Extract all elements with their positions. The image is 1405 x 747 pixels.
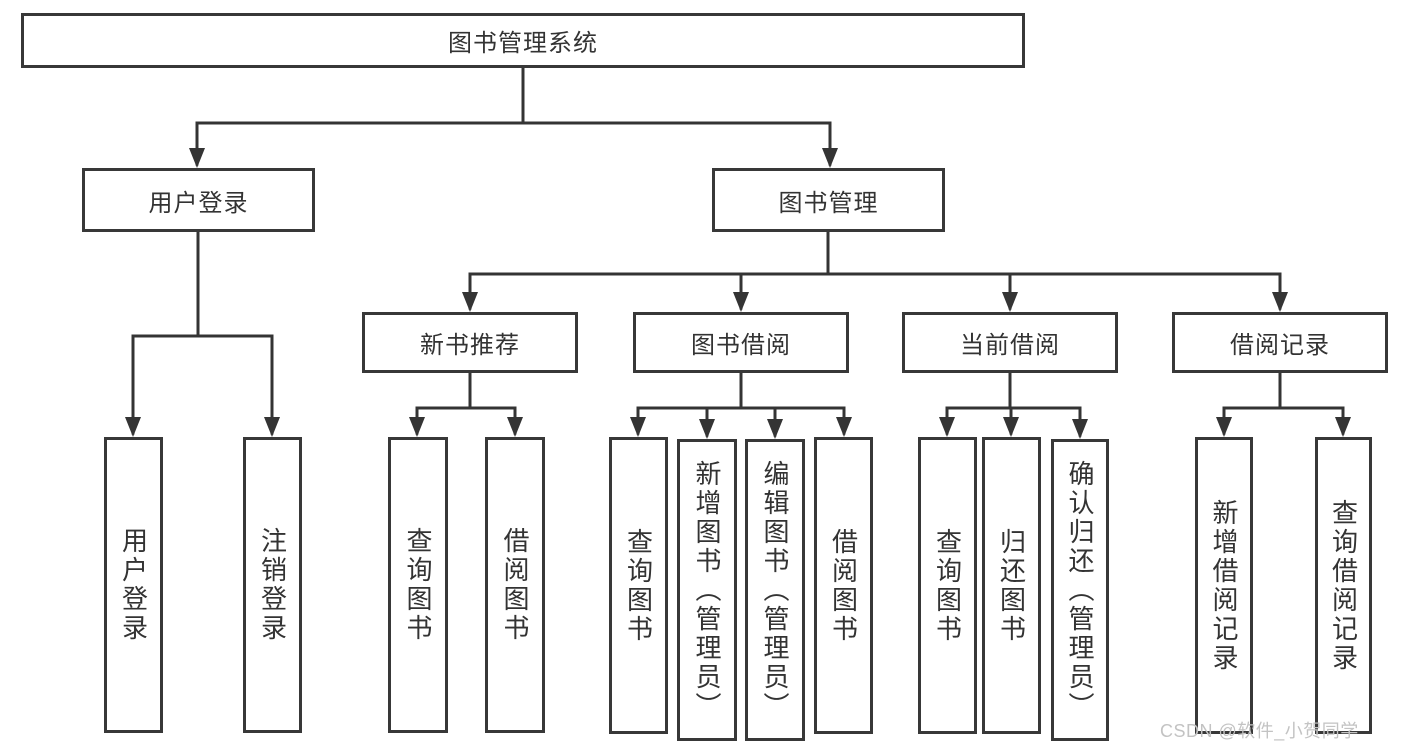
node-br-add-record-label: 新增借阅记录	[1209, 498, 1239, 673]
node-user-login: 用户登录	[82, 168, 315, 232]
node-rec-borrow-book: 借阅图书	[485, 437, 545, 733]
node-leaf-user-login: 用户登录	[104, 437, 163, 733]
node-bb-add-book-label: 新增图书（管理员）	[692, 459, 722, 721]
node-book-borrow: 图书借阅	[633, 312, 849, 373]
node-cb-query-book-label: 查询图书	[932, 527, 963, 644]
node-root: 图书管理系统	[21, 13, 1025, 68]
node-rec-query-book: 查询图书	[388, 437, 448, 733]
node-book-mgmt-label: 图书管理	[778, 189, 879, 217]
node-cb-confirm-return-label: 确认归还（管理员）	[1065, 459, 1095, 721]
node-cb-query-book: 查询图书	[918, 437, 977, 734]
node-leaf-logout-label: 注销登录	[257, 527, 288, 643]
node-br-add-record: 新增借阅记录	[1195, 437, 1253, 734]
node-current-borrow: 当前借阅	[902, 312, 1118, 373]
node-bb-borrow-book-label: 借阅图书	[828, 527, 859, 644]
node-bb-add-book: 新增图书（管理员）	[677, 439, 737, 741]
node-bb-query-book: 查询图书	[609, 437, 668, 734]
node-user-login-label: 用户登录	[148, 189, 249, 217]
node-new-book-rec-label: 新书推荐	[420, 332, 520, 359]
node-cb-return-book: 归还图书	[982, 437, 1041, 734]
node-rec-query-book-label: 查询图书	[403, 527, 433, 643]
node-leaf-logout: 注销登录	[243, 437, 302, 733]
node-br-query-record: 查询借阅记录	[1315, 437, 1372, 734]
node-bb-query-book-label: 查询图书	[623, 527, 654, 644]
node-br-query-record-label: 查询借阅记录	[1328, 498, 1359, 673]
node-book-mgmt: 图书管理	[712, 168, 945, 232]
node-leaf-user-login-label: 用户登录	[118, 527, 149, 643]
node-root-label: 图书管理系统	[448, 30, 598, 57]
node-current-borrow-label: 当前借阅	[960, 332, 1060, 359]
csdn-watermark: CSDN @软件_小贺同学	[1160, 721, 1359, 741]
node-borrow-records: 借阅记录	[1172, 312, 1388, 373]
connector-group	[125, 66, 1351, 439]
node-rec-borrow-book-label: 借阅图书	[500, 527, 530, 643]
node-cb-confirm-return: 确认归还（管理员）	[1051, 439, 1109, 741]
node-new-book-rec: 新书推荐	[362, 312, 578, 373]
node-cb-return-book-label: 归还图书	[996, 527, 1027, 644]
node-book-borrow-label: 图书借阅	[691, 332, 791, 359]
node-bb-borrow-book: 借阅图书	[814, 437, 873, 734]
node-borrow-records-label: 借阅记录	[1230, 332, 1330, 359]
node-bb-edit-book-label: 编辑图书（管理员）	[760, 459, 790, 721]
node-bb-edit-book: 编辑图书（管理员）	[745, 439, 805, 741]
